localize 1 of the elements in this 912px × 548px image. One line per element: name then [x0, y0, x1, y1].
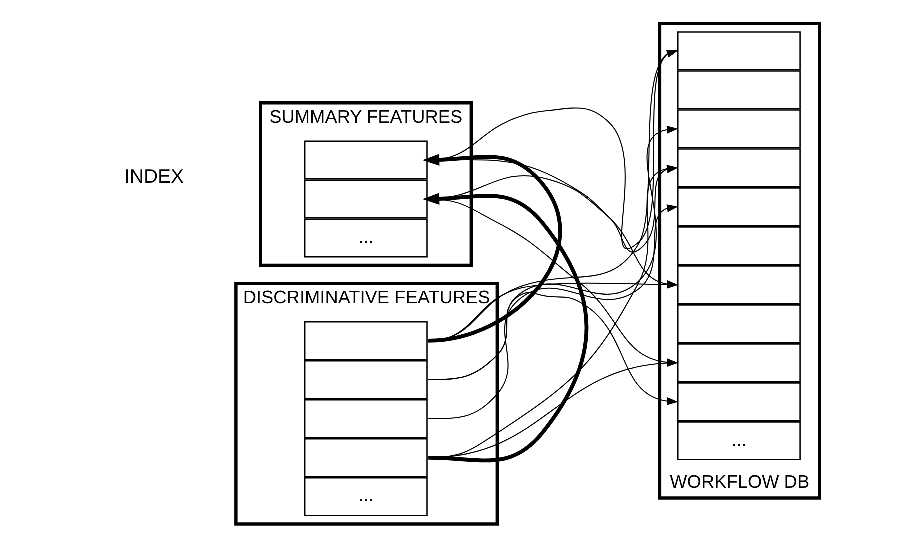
label: INDEX: [124, 166, 184, 188]
